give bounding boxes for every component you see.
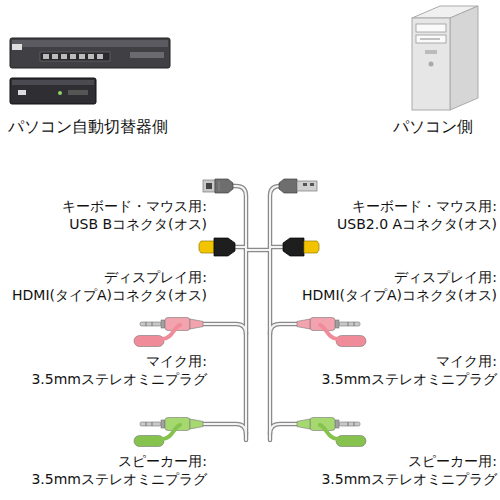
mic-plug bbox=[297, 318, 360, 331]
pc-tower bbox=[420, 39, 440, 40]
cable bbox=[234, 245, 246, 250]
kvm-switch bbox=[12, 40, 168, 47]
side-heading: パソコン自動切替器側 bbox=[8, 118, 168, 136]
connector-label: キーボード・マウス用: bbox=[352, 197, 497, 215]
connector-label: マイク用: bbox=[436, 352, 497, 370]
usb-a-connector bbox=[279, 179, 317, 193]
usb-b-connector bbox=[203, 180, 215, 192]
hdmi-connector bbox=[214, 238, 235, 256]
cable bbox=[246, 248, 270, 253]
connector-label: USB Bコネクタ(オス) bbox=[69, 215, 207, 233]
pc-tower bbox=[416, 35, 446, 43]
side-heading: パソコン側 bbox=[393, 118, 473, 136]
connector-label: 3.5mmステレオミニプラグ bbox=[31, 370, 207, 388]
cable bbox=[270, 186, 280, 440]
connector-label: 3.5mmステレオミニプラグ bbox=[321, 470, 497, 488]
speaker-plug bbox=[134, 425, 180, 447]
pc-tower bbox=[450, 6, 478, 110]
mic-plug bbox=[134, 318, 366, 347]
kvm-switch bbox=[52, 54, 58, 59]
hdmi-connector bbox=[199, 241, 214, 253]
kvm-switch bbox=[10, 78, 96, 104]
usb-b-connector bbox=[203, 179, 233, 193]
pc-tower bbox=[412, 6, 478, 110]
hdmi-connector bbox=[304, 241, 319, 253]
speaker-plug bbox=[297, 418, 360, 431]
kvm-switch bbox=[70, 54, 76, 59]
kvm-switch bbox=[10, 38, 170, 68]
usb-a-connector bbox=[297, 181, 317, 191]
kvm-switch bbox=[18, 90, 26, 95]
cable-core bbox=[203, 324, 246, 334]
connector-label: 3.5mmステレオミニプラグ bbox=[321, 370, 497, 388]
pc-tower bbox=[429, 62, 434, 67]
cable bbox=[270, 424, 297, 434]
connector-label: HDMI(タイプA)コネクタ(オス) bbox=[12, 286, 207, 304]
connector-label: マイク用: bbox=[146, 352, 207, 370]
connector-label: スピーカー用: bbox=[118, 452, 207, 470]
kvm-switch bbox=[43, 54, 103, 59]
kvm-switch bbox=[10, 38, 170, 104]
hdmi-connector bbox=[283, 238, 319, 256]
speaker-plug bbox=[140, 418, 203, 431]
connector-label: 3.5mmステレオミニプラグ bbox=[31, 470, 207, 488]
cable bbox=[203, 186, 297, 440]
kvm-switch bbox=[61, 54, 67, 59]
cable bbox=[203, 324, 246, 334]
connector-label: USB2.0 Aコネクタ(オス) bbox=[337, 215, 497, 233]
mic-plug bbox=[134, 325, 180, 347]
cable-core bbox=[246, 249, 270, 251]
kvm-switch bbox=[43, 54, 49, 59]
connector-label: ディスプレイ用: bbox=[104, 268, 207, 286]
pc-tower bbox=[412, 18, 450, 110]
connector-label: スピーカー用: bbox=[408, 452, 497, 470]
mic-plug bbox=[140, 318, 203, 331]
speaker-plug bbox=[134, 418, 366, 447]
kvm-switch bbox=[40, 52, 110, 61]
mic-plug bbox=[320, 325, 366, 347]
cable-core bbox=[270, 186, 280, 440]
kvm-switch bbox=[68, 90, 88, 95]
usb-a-connector bbox=[279, 179, 297, 193]
kvm-switch bbox=[130, 52, 164, 58]
hdmi-connector bbox=[199, 238, 235, 256]
kvm-switch bbox=[79, 54, 85, 59]
cable bbox=[270, 245, 284, 250]
usb-b-connector bbox=[219, 181, 220, 191]
connector-label: ディスプレイ用: bbox=[394, 268, 497, 286]
cable bbox=[270, 324, 297, 334]
connector-label: キーボード・マウス用: bbox=[62, 197, 207, 215]
cable bbox=[232, 186, 246, 440]
kvm-switch bbox=[88, 54, 94, 59]
connector-label: HDMI(タイプA)コネクタ(オス) bbox=[302, 286, 497, 304]
speaker-plug bbox=[320, 425, 366, 447]
hdmi-connector bbox=[283, 238, 304, 256]
kvm-switch bbox=[58, 91, 62, 95]
usb-a-connector bbox=[310, 183, 314, 186]
usb-a-connector bbox=[303, 183, 307, 186]
cable-core bbox=[232, 186, 246, 440]
cable-core bbox=[203, 186, 297, 440]
pc-tower bbox=[425, 50, 437, 54]
cable-core bbox=[270, 246, 284, 248]
cable-core bbox=[203, 424, 246, 434]
cable-core bbox=[234, 246, 246, 248]
usb-b-connector bbox=[206, 183, 212, 189]
kvm-switch bbox=[12, 44, 22, 50]
pc-tower bbox=[416, 24, 446, 32]
kvm-switch bbox=[97, 54, 103, 59]
cable-core bbox=[270, 424, 297, 434]
kvm-switch bbox=[12, 80, 94, 85]
usb-b-connector bbox=[215, 179, 233, 193]
cable bbox=[203, 424, 246, 434]
cable-core bbox=[270, 324, 297, 334]
